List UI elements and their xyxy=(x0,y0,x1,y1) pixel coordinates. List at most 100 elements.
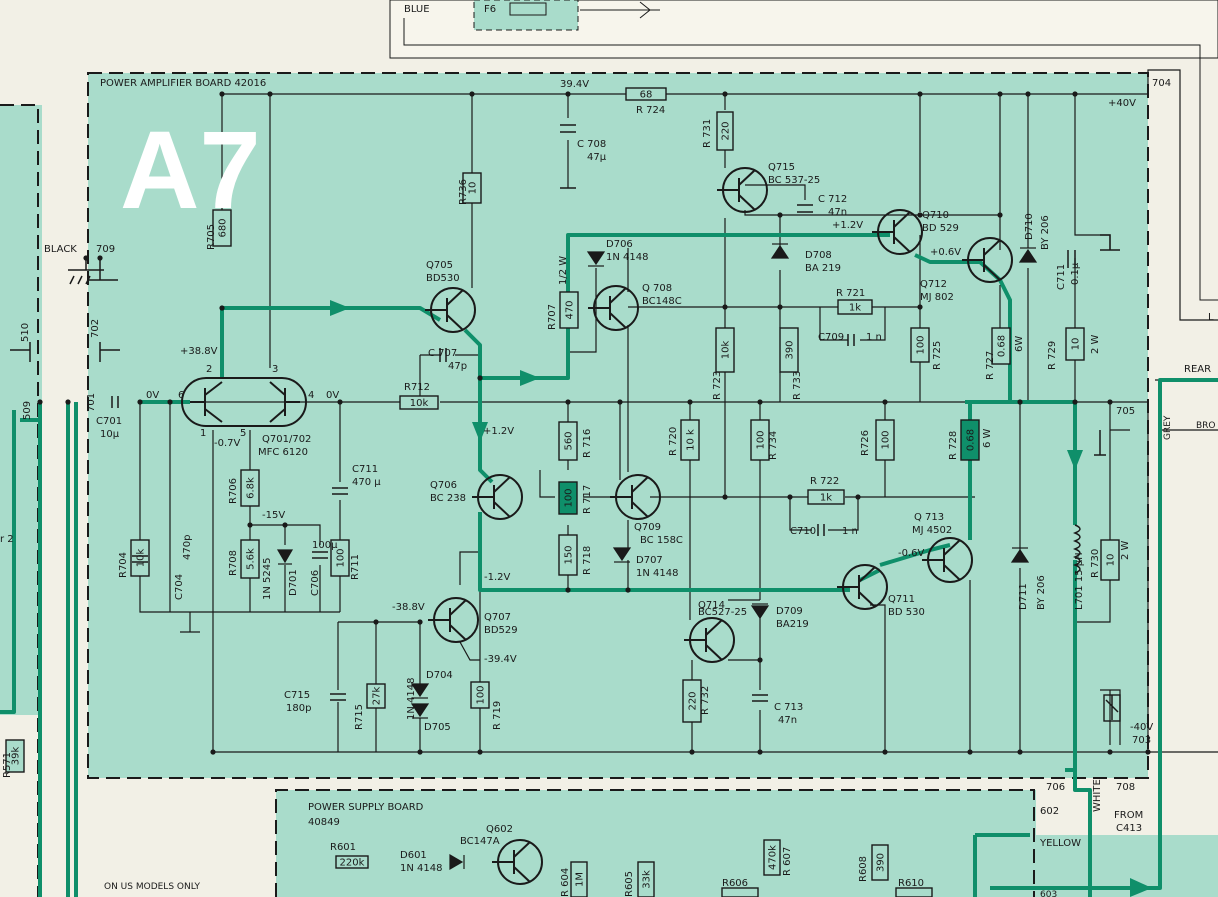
resistor-body-19 xyxy=(680,419,700,461)
resistor-body-9 xyxy=(991,327,1011,365)
resistor-body-15 xyxy=(130,539,150,577)
label-components-q713-t: MJ 4502 xyxy=(912,525,952,536)
label-components-c711-v: 470 µ xyxy=(352,477,381,488)
node-dot-6 xyxy=(997,91,1003,97)
resistor-body-14 xyxy=(330,539,350,577)
label-components-r736: R736 xyxy=(458,179,469,205)
transistor-leads-7 xyxy=(837,566,876,608)
label-labels-white: WHITE xyxy=(1092,779,1103,812)
label-components-c707: C 707 xyxy=(428,348,457,359)
label-components-c712-v: 47n xyxy=(828,207,847,218)
label-psu-number: 40849 xyxy=(308,817,340,828)
transistor-leads-10 xyxy=(684,619,723,661)
resistor-value-1: 220 xyxy=(721,121,732,140)
resistor-body-31 xyxy=(637,861,655,897)
label-labels-black: BLACK xyxy=(44,244,77,255)
label-psu-us-note: ON US MODELS ONLY xyxy=(104,882,201,892)
node-dot-40 xyxy=(882,749,888,755)
resistor-body-11 xyxy=(399,395,439,410)
label-psu-r606: R606 xyxy=(722,878,748,889)
label-components-d704-t: 1N 4148 xyxy=(406,678,417,720)
node-dot-39 xyxy=(757,749,763,755)
label-components-c709-v: 1 n xyxy=(866,332,882,343)
node-dot-13 xyxy=(617,399,623,405)
thermal-sensor-box xyxy=(1103,694,1121,722)
node-dot-45 xyxy=(565,587,571,593)
label-components-r733: R 733 xyxy=(792,371,803,400)
label-components-q701: Q701/702 xyxy=(262,434,311,445)
resistor-body-5 xyxy=(837,299,873,315)
resistor-value-0: 68 xyxy=(640,90,653,101)
node-dot-4 xyxy=(722,91,728,97)
label-labels-grey: GREY xyxy=(1163,415,1173,440)
label-components-q712-t: MJ 802 xyxy=(920,292,954,303)
label-components-d706-t: 1N 4148 xyxy=(606,252,648,263)
label-components-d708-t: BA 219 xyxy=(805,263,841,274)
label-components-r730-p: 2 W xyxy=(1120,540,1131,560)
resistor-value-19: 10 k xyxy=(686,429,697,451)
label-components-d708: D708 xyxy=(805,250,832,261)
label-labels-pin3: 3 xyxy=(272,364,278,375)
top-switch-wire xyxy=(580,1,660,19)
label-components-r731: R 731 xyxy=(702,119,713,148)
node-dot-18 xyxy=(1072,399,1078,405)
resistor-body-12 xyxy=(240,469,260,507)
label-components-r705: R705 xyxy=(206,224,217,250)
label-labels-node-705: 705 xyxy=(1116,406,1135,417)
dual-transistor-q701-702 xyxy=(181,377,307,427)
label-labels-c413: C413 xyxy=(1116,823,1142,834)
node-dot-34 xyxy=(757,657,763,663)
transistor-leads-6 xyxy=(610,476,649,518)
node-dot-11 xyxy=(337,399,343,405)
label-components-q714-t: BC527-25 xyxy=(698,607,747,618)
label-components-r704: R704 xyxy=(118,552,129,578)
resistor-value-24: 10 xyxy=(1106,554,1117,567)
node-dot-47 xyxy=(83,255,89,261)
label-labels-pin5: 5 xyxy=(240,428,246,439)
label-labels-node-703: 703 xyxy=(1132,735,1151,746)
transistor-leads-5 xyxy=(472,476,511,518)
left-board-border xyxy=(0,104,39,897)
label-components-r716: R 716 xyxy=(582,429,593,458)
label-psu-d601: D601 xyxy=(400,850,427,861)
node-dot-36 xyxy=(417,749,423,755)
left-board-strip xyxy=(0,105,42,715)
transistor-leads-1 xyxy=(872,211,911,253)
label-components-d707-t: 1N 4148 xyxy=(636,568,678,579)
label-components-q706: Q706 xyxy=(430,480,457,491)
label-components-r721: R 721 xyxy=(836,288,865,299)
resistor-body-32 xyxy=(763,839,781,876)
label-components-c713: C 713 xyxy=(774,702,803,713)
node-dot-28 xyxy=(787,494,793,500)
label-components-d701-t: 1N 5245 xyxy=(262,558,273,600)
label-components-q708: Q 708 xyxy=(642,283,672,294)
label-labels-pin6: 6 xyxy=(178,390,184,401)
label-components-c708-v: 47µ xyxy=(587,152,607,163)
node-dot-44 xyxy=(625,587,631,593)
node-dot-8 xyxy=(1072,91,1078,97)
node-dot-15 xyxy=(757,399,763,405)
resistor-value-30: 1M xyxy=(575,872,586,887)
node-dot-5 xyxy=(917,91,923,97)
resistor-body-4 xyxy=(559,291,579,329)
label-components-q715-t: BC 537-25 xyxy=(768,175,820,186)
node-dot-30 xyxy=(247,522,253,528)
node-dot-22 xyxy=(917,212,923,218)
label-components-r707-p: 1/2 W xyxy=(558,256,569,285)
resistor-body-29 xyxy=(335,855,369,869)
resistor-value-21: 100 xyxy=(881,430,892,449)
resistor-value-29: 220k xyxy=(340,858,365,869)
resistor-value-18: 150 xyxy=(564,545,575,564)
transistor-leads-4 xyxy=(588,287,627,329)
resistor-body-25 xyxy=(366,683,386,709)
label-components-q710: Q710 xyxy=(922,210,949,221)
resistor-body-30 xyxy=(570,861,588,897)
node-dot-51 xyxy=(477,375,483,381)
resistor-body-2 xyxy=(462,172,482,204)
label-psu-title: POWER SUPPLY BOARD xyxy=(308,802,424,813)
label-psu-r607: R 607 xyxy=(782,847,793,876)
label-labels-v-0a: 0V xyxy=(146,390,159,401)
power-supply-board-area xyxy=(276,790,1036,897)
